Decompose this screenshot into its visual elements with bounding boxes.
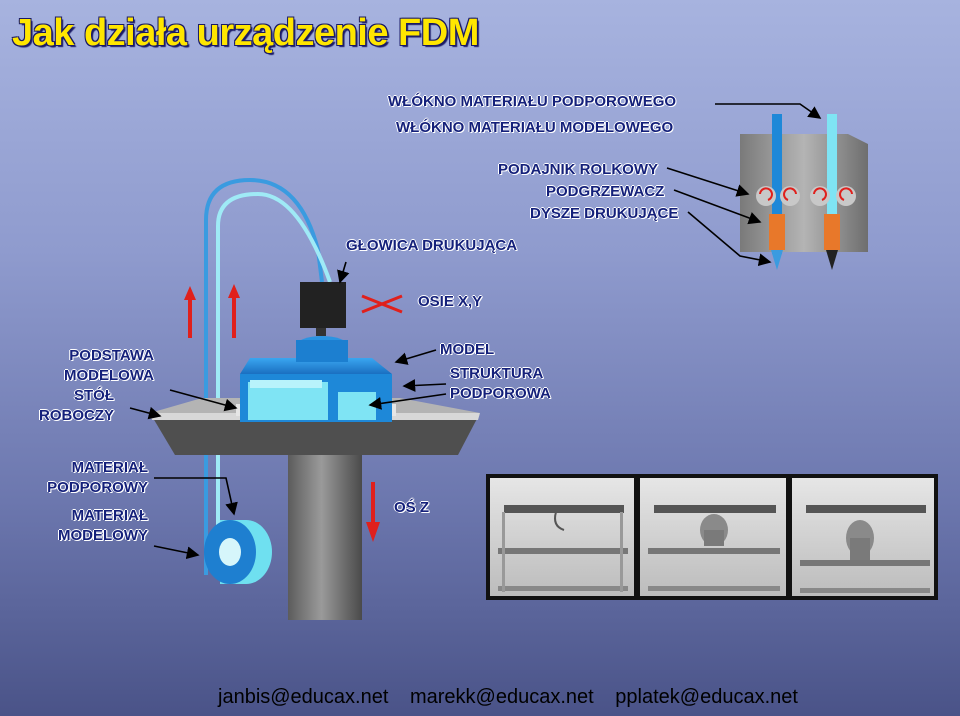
label-preheater: PODGRZEWACZ <box>546 183 665 200</box>
label-model-material-line2: MODELOWY <box>58 527 148 544</box>
filament-spool <box>204 520 272 584</box>
label-support-material-line1: MATERIAŁ <box>71 459 148 476</box>
label-support-material: MATERIAŁ PODPOROWY <box>20 458 148 498</box>
label-model-base: PODSTAWA MODELOWA <box>40 346 154 386</box>
model-object <box>240 336 392 422</box>
label-model: MODEL <box>440 341 495 358</box>
filament-tubes <box>204 177 332 575</box>
z-axis-arrow <box>366 482 380 542</box>
label-xy-axes: OSIE X,Y <box>418 293 483 310</box>
label-nozzles: DYSZE DRUKUJĄCE <box>530 205 679 222</box>
label-model-filament: WŁÓKNO MATERIAŁU MODELOWEGO <box>396 119 674 136</box>
slide-title: Jak działa urządzenie FDM <box>12 12 479 54</box>
email-link-marekk[interactable]: marekk@educax.net <box>409 686 594 708</box>
printer-photos <box>486 474 938 600</box>
up-arrows <box>184 284 240 338</box>
extruder-assembly <box>740 114 868 270</box>
label-print-head: GŁOWICA DRUKUJĄCA <box>346 237 518 254</box>
xy-axes-cross <box>361 294 403 314</box>
z-column <box>288 440 362 620</box>
label-support-structure: STRUKTURA PODPOROWA <box>450 364 551 404</box>
email-link-janbis[interactable]: janbis@educax.net <box>218 686 389 708</box>
label-model-base-line2: MODELOWA <box>64 367 154 384</box>
footer-emails: janbis@educax.net marekk@educax.net ppla… <box>218 686 958 709</box>
label-support-structure-line2: PODPOROWA <box>450 385 551 402</box>
label-roller-feeder: PODAJNIK ROLKOWY <box>498 161 659 178</box>
label-model-base-line1: PODSTAWA <box>69 347 154 364</box>
label-work-table-line1: STÓŁ <box>74 387 114 404</box>
label-work-table: STÓŁ ROBOCZY <box>20 386 114 426</box>
email-link-pplatek[interactable]: pplatek@educax.net <box>615 686 798 708</box>
pointer-arrows <box>129 103 822 560</box>
label-model-material: MATERIAŁ MODELOWY <box>20 506 148 546</box>
label-model-material-line1: MATERIAŁ <box>71 507 148 524</box>
label-support-material-line2: PODPOROWY <box>47 479 148 496</box>
label-support-filament: WŁÓKNO MATERIAŁU PODPOROWEGO <box>388 93 677 110</box>
label-support-structure-line1: STRUKTURA <box>450 365 544 382</box>
label-work-table-line2: ROBOCZY <box>39 407 114 424</box>
label-z-axis: OŚ Z <box>394 499 430 516</box>
print-head <box>300 282 346 336</box>
